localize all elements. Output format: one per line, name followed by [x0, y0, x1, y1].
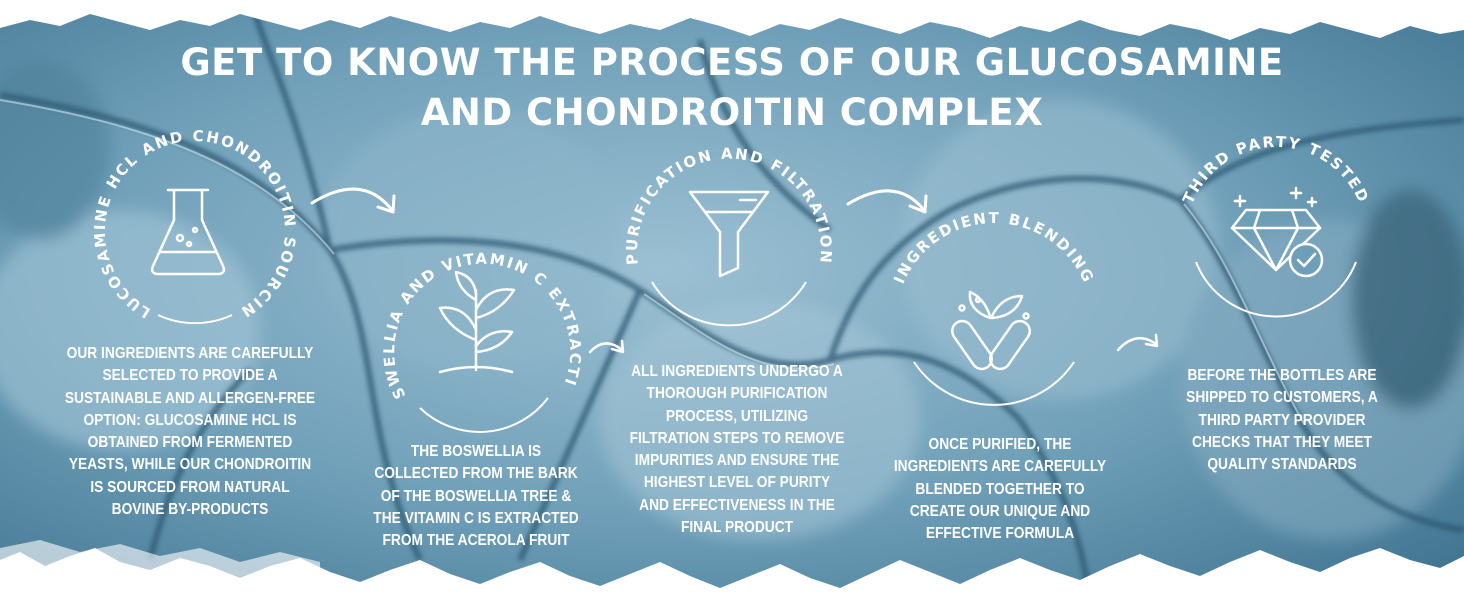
step-3-description: ALL INGREDIENTS UNDERGO A THOROUGH PURIF… — [629, 363, 845, 537]
step-2-arc — [419, 397, 549, 433]
step-5-ring-label: THIRD PARTY TESTED — [1179, 133, 1373, 207]
step-purification: PURIFICATION AND FILTRATION — [623, 145, 835, 327]
funnel-icon — [688, 190, 770, 278]
step-4-ring-label: INGREDIENT BLENDING — [890, 209, 1098, 286]
arrow-curved-icon — [846, 189, 928, 214]
step-sourcing: GLUCOSAMINE HCL AND CHONDROITIN SOURCING — [0, 0, 299, 325]
page-title: GET TO KNOW THE PROCESS OF OUR GLUCOSAMI… — [130, 38, 1334, 138]
arrow-curved-icon — [310, 187, 396, 214]
step-3-ring-label: PURIFICATION AND FILTRATION — [623, 145, 835, 266]
step-4-arc — [913, 361, 1075, 406]
step-third-party-tested: THIRD PARTY TESTED — [1179, 133, 1373, 318]
step-1-ring-label: GLUCOSAMINE HCL AND CHONDROITIN SOURCING — [0, 0, 299, 322]
step-3-arc — [651, 281, 807, 327]
torn-edge-top — [0, 0, 1464, 40]
arrow-small-icon — [1116, 333, 1159, 352]
flask-icon — [150, 188, 226, 276]
capsules-leaf-icon — [950, 290, 1032, 371]
step-2-description: THE BOSWELLIA IS COLLECTED FROM THE BARK… — [373, 443, 579, 550]
title-line-1: GET TO KNOW THE PROCESS OF OUR GLUCOSAMI… — [180, 41, 1284, 84]
arrow-small-icon — [588, 339, 625, 354]
step-blending: INGREDIENT BLENDING — [890, 209, 1098, 406]
diamond-check-icon — [1230, 186, 1324, 278]
step-1-description: OUR INGREDIENTS ARE CAREFULLY SELECTED T… — [64, 345, 316, 519]
title-line-2: AND CHONDROITIN COMPLEX — [420, 91, 1044, 134]
plant-icon — [438, 270, 516, 374]
step-1-arc — [157, 314, 233, 325]
step-5-description: BEFORE THE BOTTLES ARE SHIPPED TO CUSTOM… — [1186, 367, 1378, 474]
step-5-arc — [1195, 261, 1357, 318]
step-4-description: ONCE PURIFIED, THE INGREDIENTS ARE CAREF… — [893, 436, 1107, 543]
torn-edge-bottom — [0, 548, 1464, 600]
